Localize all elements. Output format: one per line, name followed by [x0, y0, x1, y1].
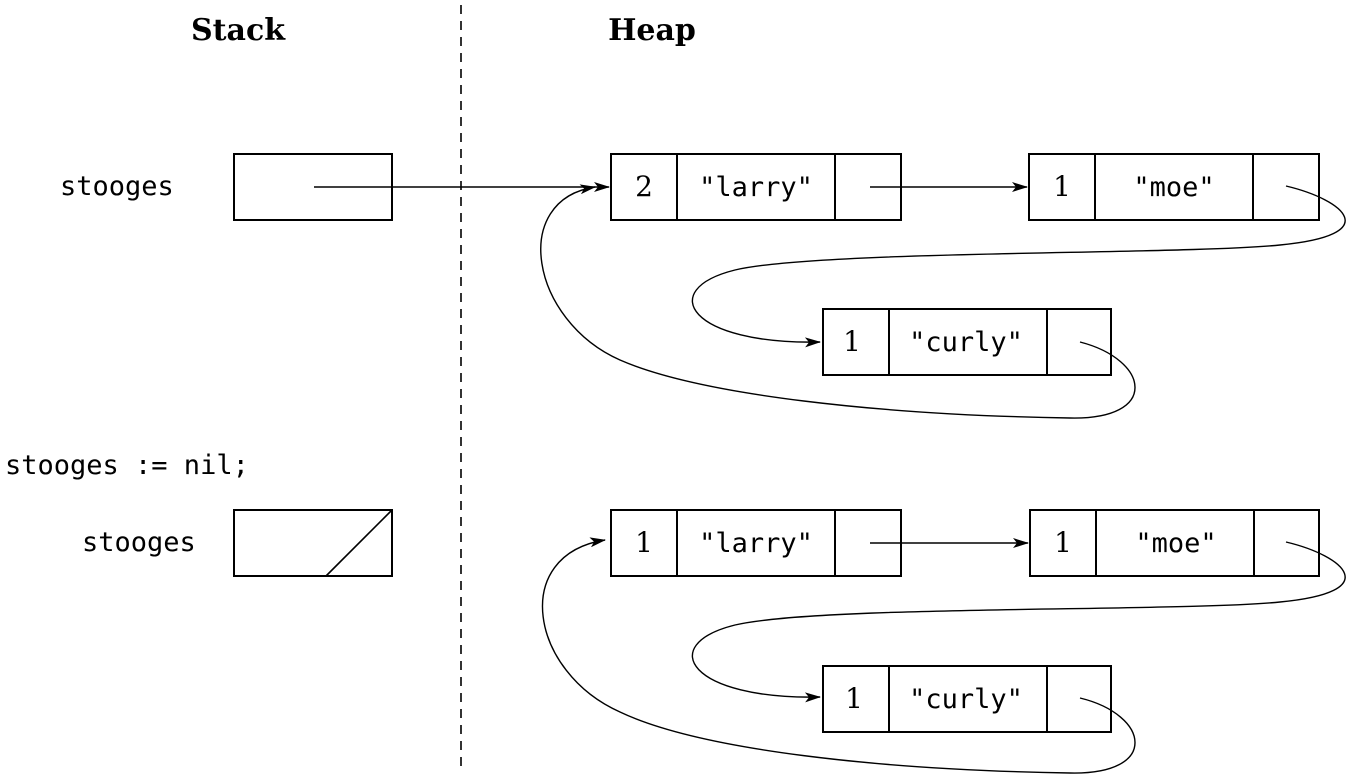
heap-header: Heap [608, 13, 696, 48]
before-node-3-next-cell [1046, 308, 1112, 376]
before-node-3-value: "curly" [909, 327, 1023, 358]
after-node-3-value: "curly" [909, 684, 1023, 715]
after-state: stooges 1 "larry" 1 "moe" 1 "curly" [82, 509, 1346, 774]
after-node-1-count: 1 [635, 526, 653, 559]
after-nil-slash [325, 509, 393, 577]
after-node-curly: 1 "curly" [822, 665, 1112, 733]
after-node-2-next-cell [1253, 509, 1320, 577]
after-stack-pointer-cell [233, 509, 393, 577]
assignment-statement: stooges := nil; [5, 450, 249, 481]
after-curly-to-larry-arrow [541, 537, 1136, 774]
after-node-moe: 1 "moe" [1029, 509, 1320, 577]
after-moe-to-curly-arrow [691, 541, 1346, 703]
after-stack-variable-label: stooges [82, 527, 196, 558]
before-stack-variable-label: stooges [60, 171, 174, 202]
before-curly-to-larry-arrow [540, 184, 1136, 419]
before-node-3-count: 1 [843, 325, 861, 358]
before-node-moe: 1 "moe" [1028, 153, 1320, 221]
before-node-2-count: 1 [1053, 170, 1071, 203]
before-node-2-value: "moe" [1133, 172, 1214, 203]
after-node-3-count: 1 [845, 682, 863, 715]
before-moe-to-curly-arrow [691, 185, 1346, 348]
before-node-2-next-cell [1252, 153, 1320, 221]
before-node-curly: 1 "curly" [822, 308, 1112, 376]
before-node-1-count: 2 [635, 170, 653, 203]
before-state: stooges 2 "larry" 1 "moe" 1 "curly" [60, 153, 1346, 419]
after-node-2-count: 1 [1054, 526, 1072, 559]
before-node-1-value: "larry" [699, 172, 813, 203]
after-node-3-next-cell [1046, 665, 1112, 733]
after-node-1-value: "larry" [699, 528, 813, 559]
stack-header: Stack [191, 13, 286, 48]
after-node-2-value: "moe" [1135, 528, 1216, 559]
after-node-larry: 1 "larry" [610, 509, 902, 577]
before-node-larry: 2 "larry" [610, 153, 902, 221]
